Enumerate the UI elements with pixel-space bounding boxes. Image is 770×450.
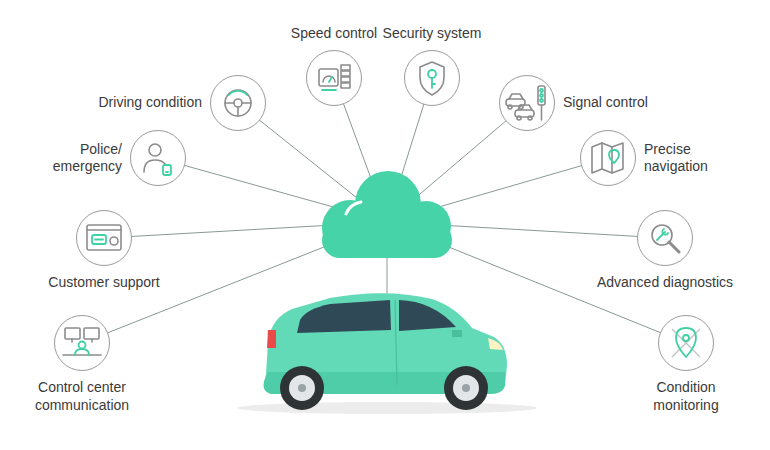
icon xyxy=(658,315,714,371)
node-label: Advanced diagnostics xyxy=(597,274,733,292)
icon xyxy=(76,210,132,266)
icon-circle xyxy=(499,75,555,131)
icon-node: Control center communication xyxy=(23,315,141,414)
node-label: Control center communication xyxy=(23,379,141,414)
icon xyxy=(54,315,110,371)
icon xyxy=(210,75,266,131)
node-label: Police/ emergency xyxy=(40,141,122,176)
cloud-highlight xyxy=(346,202,361,214)
icon-node: Signal control xyxy=(499,75,648,131)
icon-node: Police/ emergency xyxy=(40,130,186,186)
icon-circle xyxy=(54,315,110,371)
icon xyxy=(580,130,636,186)
icon xyxy=(306,50,362,106)
node-label: Signal control xyxy=(563,94,648,112)
icon-node: Speed control xyxy=(291,25,377,107)
node-label: Precise navigation xyxy=(644,141,730,176)
icon-circle xyxy=(76,210,132,266)
icon xyxy=(404,50,460,106)
leader-lines xyxy=(82,78,686,343)
icon xyxy=(499,75,555,131)
icon-node: Driving condition xyxy=(99,75,267,131)
icon-node: Condition monitoring xyxy=(640,315,732,414)
icon-circle xyxy=(306,50,362,106)
icon-circle xyxy=(130,130,186,186)
icon-circle xyxy=(580,130,636,186)
node-label: Customer support xyxy=(48,274,159,292)
icon-circle xyxy=(658,315,714,371)
icon xyxy=(637,210,693,266)
icon-node: Advanced diagnostics xyxy=(597,210,733,292)
node-label: Security system xyxy=(383,25,482,43)
cloud xyxy=(322,171,452,258)
node-label: Condition monitoring xyxy=(640,379,732,414)
icon-circle xyxy=(637,210,693,266)
icon-circle xyxy=(210,75,266,131)
icon-node: Customer support xyxy=(48,210,159,292)
car xyxy=(237,293,537,414)
icon-node: Precise navigation xyxy=(580,130,730,186)
icon xyxy=(130,130,186,186)
node-label: Speed control xyxy=(291,25,377,43)
node-label: Driving condition xyxy=(99,94,203,112)
icon-node: Security system xyxy=(383,25,482,107)
icon-circle xyxy=(404,50,460,106)
